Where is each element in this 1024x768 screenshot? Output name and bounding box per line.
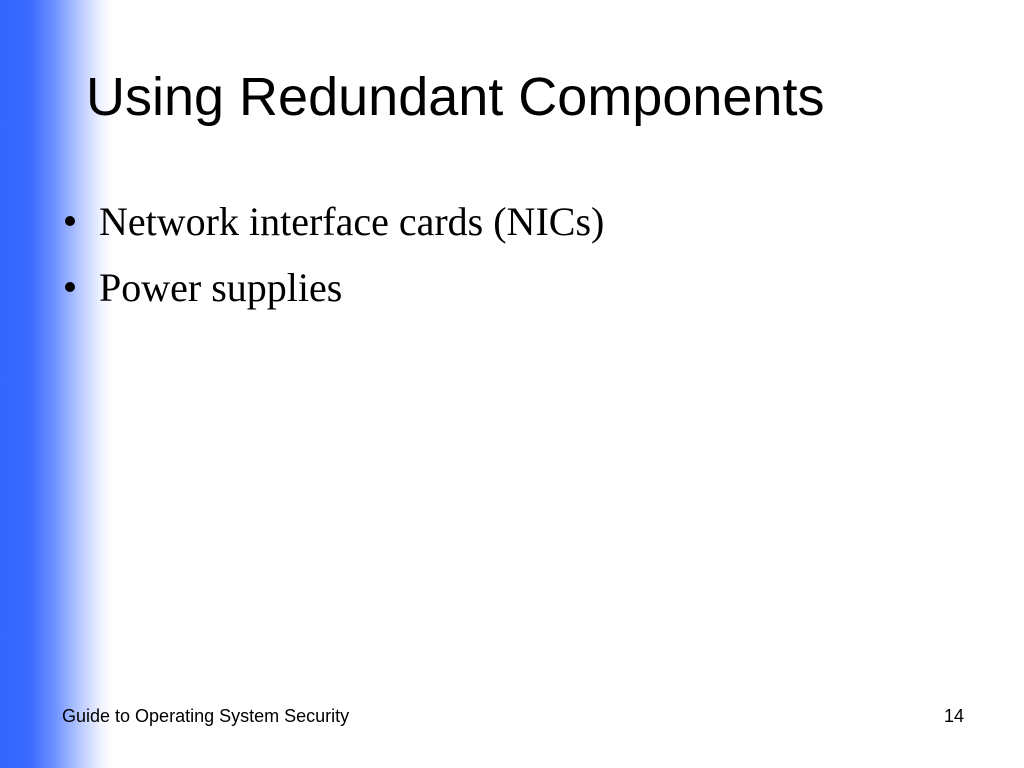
bullet-item: Power supplies: [60, 254, 604, 320]
gradient-side-band: [0, 0, 112, 768]
bullet-dot-icon: [65, 282, 75, 292]
footer-course-title: Guide to Operating System Security: [62, 706, 350, 726]
footer-page-number: 14: [943, 706, 964, 726]
bullet-item: Network interface cards (NICs): [60, 188, 604, 254]
slide-title: Using Redundant Components: [86, 67, 825, 127]
bullet-text: Power supplies: [99, 264, 343, 310]
bullet-dot-icon: [65, 216, 75, 226]
bullet-list: Network interface cards (NICs) Power sup…: [60, 188, 604, 320]
bullet-text: Network interface cards (NICs): [99, 198, 605, 244]
